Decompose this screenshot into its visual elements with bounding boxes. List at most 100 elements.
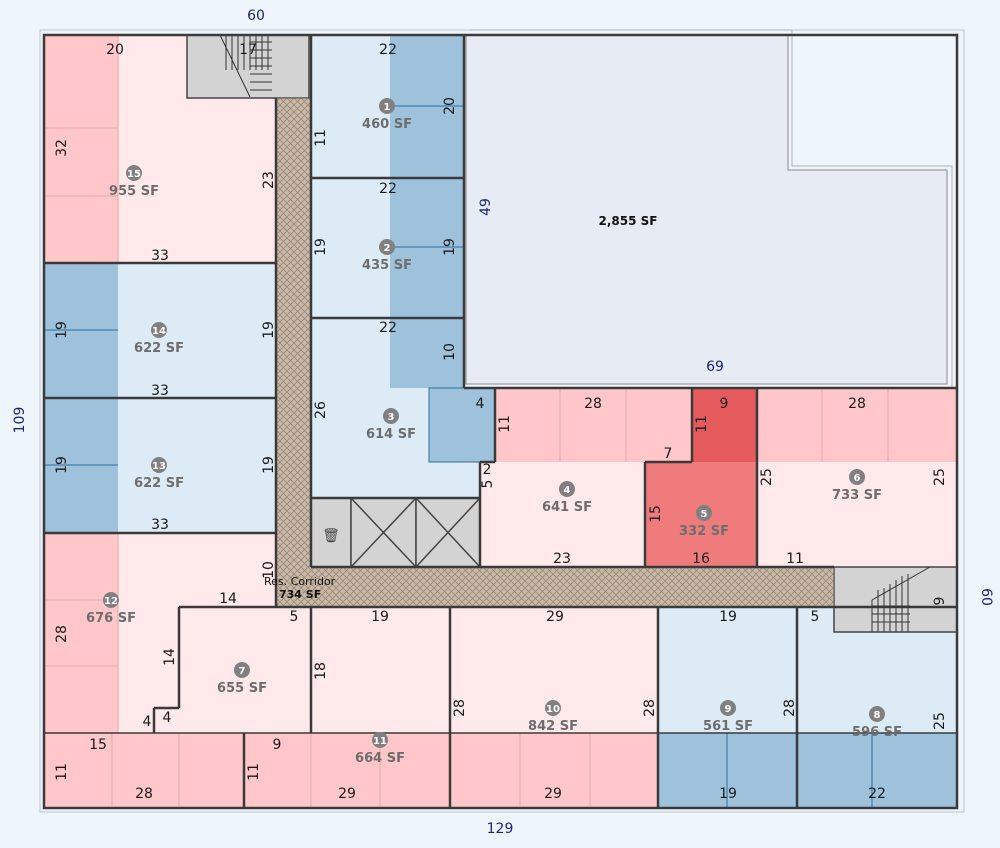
dim-label: 10	[261, 561, 277, 579]
dim-label: 11	[694, 415, 710, 433]
courtyard[interactable]	[465, 34, 948, 385]
dim-label: 22	[379, 42, 397, 58]
interior-dimensions: 20 32 23 33 19 19 33 19 19 33 28 14 10 1…	[54, 42, 948, 802]
dim-label: 9	[273, 737, 282, 753]
dim-label: 16	[692, 551, 710, 567]
dim-label: 4	[163, 710, 172, 726]
unit-badge-7	[234, 662, 250, 678]
unit-area: 955 SF	[109, 184, 159, 199]
unit-15-balcony	[44, 35, 118, 263]
unit-badge-11	[372, 732, 388, 748]
unit-12-balcony	[44, 533, 118, 733]
unit-badge-13	[151, 457, 167, 473]
dim-label: 4	[143, 714, 152, 730]
dim-label: 5	[480, 480, 496, 489]
unit-number: 1	[384, 102, 391, 113]
dim-label: 2	[483, 462, 492, 478]
unit-badge-12	[103, 592, 119, 608]
dim-label: 28	[584, 396, 602, 412]
unit-number: 14	[152, 326, 166, 337]
trash-icon: 🗑	[322, 528, 340, 544]
dim-label: 11	[246, 763, 262, 781]
dim-label: 33	[151, 383, 169, 399]
dim-label: 17	[239, 42, 257, 58]
courtyard-area: 2,855 SF	[599, 214, 658, 228]
unit-area: 676 SF	[86, 611, 136, 626]
unit-number: 12	[104, 596, 118, 607]
unit-area: 596 SF	[852, 725, 902, 740]
unit-number: 7	[239, 666, 246, 677]
unit-10-balcony	[450, 733, 658, 808]
unit-area: 733 SF	[832, 488, 882, 503]
dim-label: 32	[54, 139, 70, 157]
stair-top	[186, 34, 310, 99]
dim-label: 19	[54, 456, 70, 474]
dim-label: 23	[261, 171, 277, 189]
dim-label: 28	[848, 396, 866, 412]
stair-top-treads	[219, 34, 272, 98]
unit-area: 561 SF	[703, 719, 753, 734]
dim-label: 29	[338, 786, 356, 802]
unit-area: 435 SF	[362, 258, 412, 273]
unit-area: 842 SF	[528, 719, 578, 734]
dim-label: 22	[379, 320, 397, 336]
dim-label: 25	[932, 468, 948, 486]
unit-badge-8	[869, 706, 885, 722]
unit-badge-4	[559, 481, 575, 497]
dim-label: 28	[642, 699, 658, 717]
unit-area: 655 SF	[217, 681, 267, 696]
dim-label: 19	[313, 238, 329, 256]
unit-area: 460 SF	[362, 117, 412, 132]
dim-label: 11	[786, 551, 804, 567]
dim-label: 20	[442, 97, 458, 115]
unit-number: 10	[546, 704, 560, 715]
dim-label: 19	[54, 321, 70, 339]
stair-right-treads	[871, 566, 931, 632]
dim-label: 14	[162, 648, 178, 666]
dim-label: 4	[476, 396, 485, 412]
dim-label: 28	[782, 699, 798, 717]
dim-label: 33	[151, 248, 169, 264]
dim-label: 5	[811, 609, 820, 625]
dim-label: 29	[544, 786, 562, 802]
dim-label: 19	[719, 786, 737, 802]
dim-label: 19	[261, 321, 277, 339]
unit-number: 3	[388, 412, 395, 423]
corridor-name: Res. Corridor	[264, 575, 336, 588]
unit-8-balcony	[797, 733, 957, 808]
unit-area: 622 SF	[134, 476, 184, 491]
dim-label: 9	[932, 597, 948, 606]
unit-number: 11	[373, 736, 387, 747]
dim-label: 33	[151, 517, 169, 533]
dim-label: 19	[442, 238, 458, 256]
unit-5-balcony	[692, 388, 757, 462]
unit-7[interactable]	[154, 607, 311, 733]
unit-bottom-left[interactable]	[44, 733, 244, 808]
dim-left: 109	[12, 407, 28, 434]
dim-label: 19	[719, 609, 737, 625]
unit-badge-2	[379, 239, 395, 255]
dim-label: 5	[290, 609, 299, 625]
unit-number: 4	[564, 485, 571, 496]
courtyard-edge	[470, 29, 953, 388]
dim-label: 11	[497, 415, 513, 433]
walls	[42, 33, 959, 810]
unit-badge-15	[126, 165, 142, 181]
unit-badge-6	[849, 469, 865, 485]
dim-top: 60	[247, 8, 265, 24]
unit-11[interactable]	[311, 607, 450, 733]
dim-label: 14	[219, 591, 237, 607]
unit-3-balcony	[390, 318, 464, 388]
unit-4-balcony	[495, 388, 692, 462]
unit-area: 332 SF	[679, 524, 729, 539]
dim-label: 29	[546, 609, 564, 625]
dim-label: 11	[54, 763, 70, 781]
unit-badge-1	[379, 98, 395, 114]
corridor-area: 734 SF	[279, 588, 321, 601]
dim-label: 20	[106, 42, 124, 58]
unit-number: 13	[152, 461, 166, 472]
dim-label: 18	[313, 662, 329, 680]
dim-courtyard-side: 49	[478, 198, 494, 216]
